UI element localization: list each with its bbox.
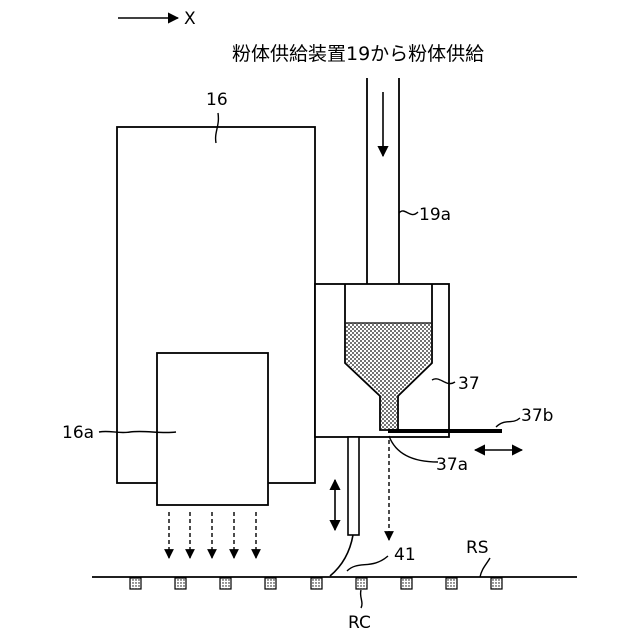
shutter-leader — [496, 418, 520, 427]
head-label: 16 — [206, 90, 228, 110]
head-unit — [157, 353, 268, 505]
cell — [265, 578, 276, 589]
cell — [311, 578, 322, 589]
discharge-arrows — [169, 512, 256, 558]
cell — [446, 578, 457, 589]
nozzle-tip — [330, 535, 353, 576]
nozzle-body — [348, 437, 359, 535]
pipe-leader — [399, 211, 418, 215]
shutter-label: 37b — [521, 406, 553, 426]
outlet-label: 37a — [436, 455, 468, 475]
cell — [220, 578, 231, 589]
surface-leader — [480, 558, 490, 577]
x-direction-label: X — [184, 9, 196, 29]
surface-label: RS — [466, 538, 489, 558]
nozzle-leader — [347, 556, 388, 571]
x-direction-indicator: X — [118, 9, 196, 29]
nozzle-label: 41 — [394, 545, 416, 565]
cell-row — [130, 578, 502, 589]
cell — [130, 578, 141, 589]
cell — [401, 578, 412, 589]
cell-label: RC — [348, 613, 371, 633]
cell — [175, 578, 186, 589]
supply-caption: 粉体供給装置19から粉体供給 — [232, 43, 484, 65]
cell — [356, 578, 367, 589]
outlet-leader — [389, 436, 438, 462]
cell-leader — [361, 590, 362, 608]
head-unit-label: 16a — [62, 423, 94, 443]
cell — [491, 578, 502, 589]
container-label: 37 — [458, 374, 480, 394]
pipe-label: 19a — [419, 205, 451, 225]
